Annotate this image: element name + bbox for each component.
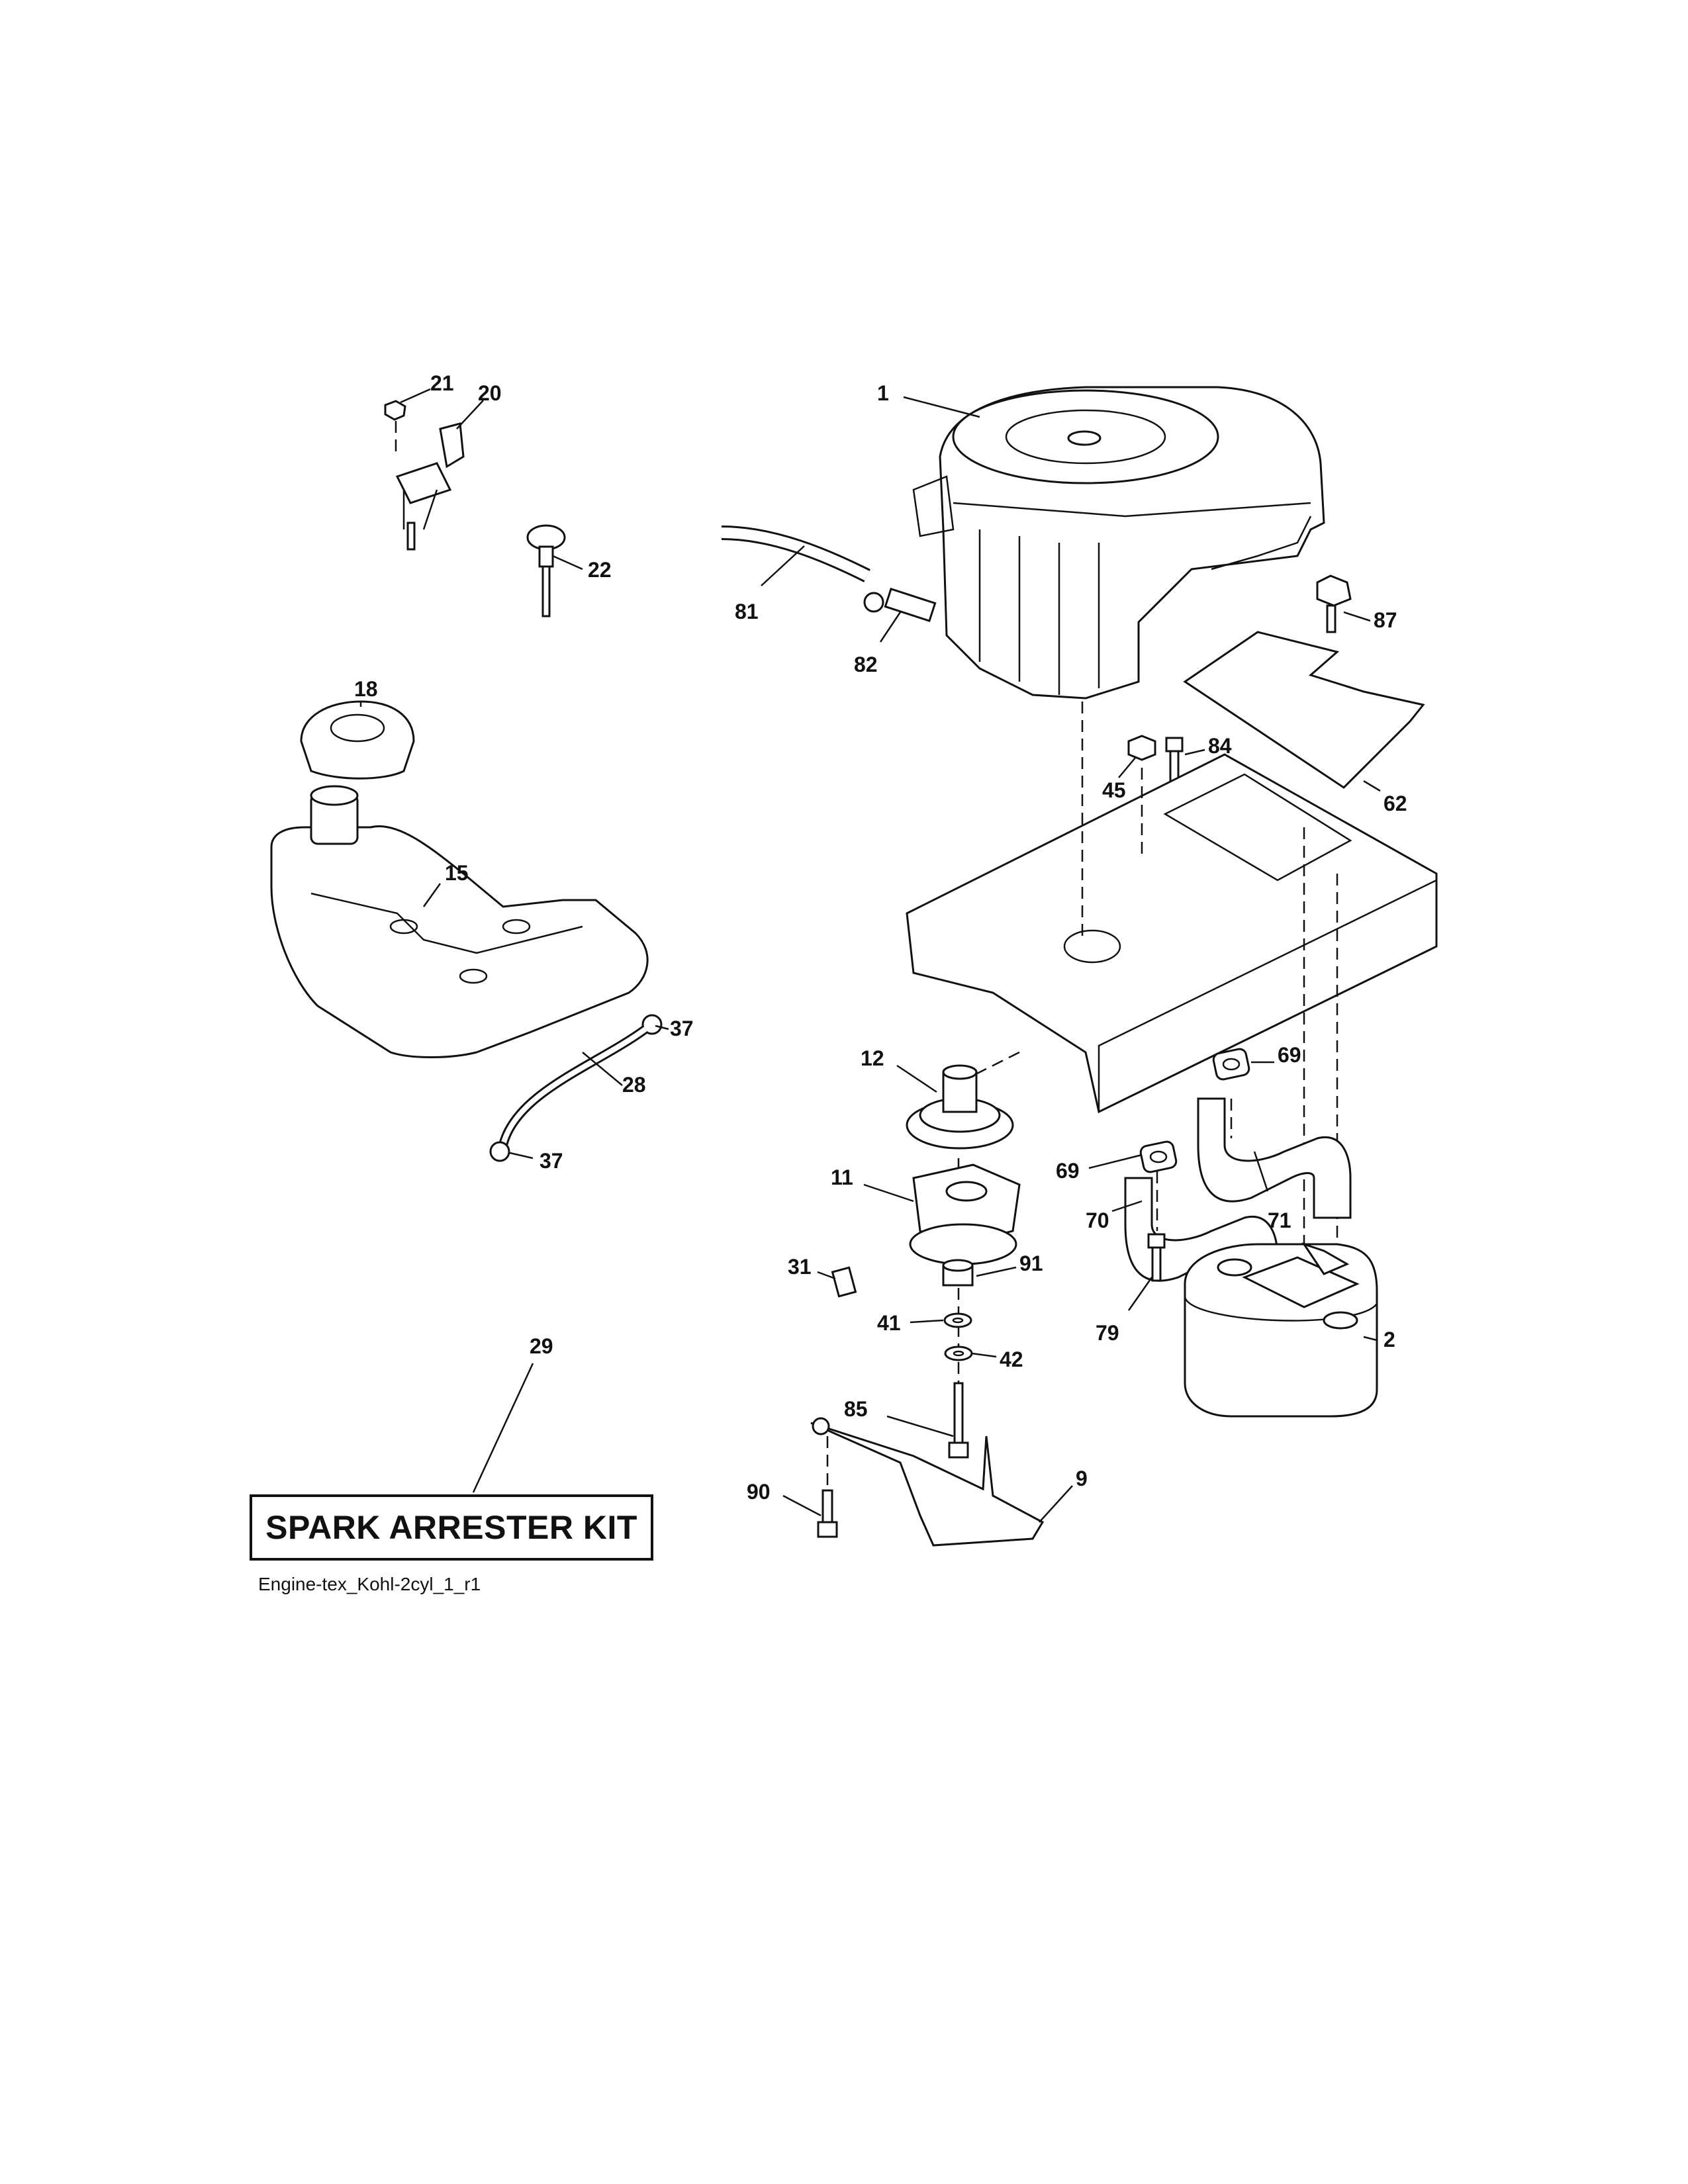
callout-2: 2: [1383, 1328, 1395, 1351]
callout-70: 70: [1086, 1208, 1109, 1232]
callout-90: 90: [747, 1480, 771, 1504]
callout-84: 84: [1208, 734, 1232, 758]
callout-42: 42: [1000, 1347, 1023, 1371]
hose-clamp-bottom: [489, 1141, 510, 1162]
engine-pulley: [906, 1064, 1014, 1150]
washer-b: [944, 1345, 973, 1361]
callout-62: 62: [1383, 792, 1407, 815]
engine-mounting-plate: [906, 753, 1438, 1114]
callout-12: 12: [861, 1046, 884, 1070]
callout-69-right: 69: [1278, 1043, 1301, 1067]
clutch-bolt: [948, 1382, 969, 1459]
callout-69-left: 69: [1056, 1159, 1080, 1183]
callout-31: 31: [788, 1255, 812, 1279]
control-bolt: [384, 400, 406, 457]
heat-shield: [1183, 631, 1425, 789]
spark-arrester-kit-box: SPARK ARRESTER KIT: [250, 1494, 653, 1561]
electric-clutch: [909, 1163, 1021, 1265]
callout-82: 82: [854, 653, 878, 676]
fuel-cap: [300, 700, 415, 780]
exhaust-bolt: [1147, 1233, 1166, 1282]
callout-87: 87: [1374, 608, 1397, 632]
throttle-control: [395, 422, 465, 551]
callout-21: 21: [430, 371, 454, 395]
callout-18: 18: [354, 677, 378, 701]
callout-79: 79: [1096, 1321, 1119, 1345]
clutch-bracket: [810, 1417, 1045, 1547]
callout-37-bottom: 37: [539, 1149, 563, 1173]
fuel-fitting: [863, 587, 937, 623]
callout-91: 91: [1019, 1251, 1043, 1275]
callout-41: 41: [877, 1311, 901, 1335]
callout-9: 9: [1076, 1467, 1088, 1490]
hose-clamp-top: [641, 1014, 663, 1035]
hex-nut: [1127, 735, 1156, 761]
callout-81: 81: [735, 600, 759, 623]
exhaust-gasket-a: [1139, 1140, 1178, 1173]
knob-bolt: [1316, 574, 1352, 633]
exhaust-pipe-right: [1197, 1097, 1352, 1219]
callout-22: 22: [588, 558, 612, 582]
callout-1: 1: [877, 381, 889, 405]
callout-15: 15: [445, 861, 469, 885]
choke-knob: [526, 524, 566, 617]
bracket-bolt: [817, 1489, 838, 1538]
wire-connector: [831, 1266, 857, 1298]
callout-28: 28: [622, 1073, 646, 1097]
callout-45: 45: [1102, 778, 1126, 802]
callout-11: 11: [831, 1165, 853, 1189]
callout-29: 29: [530, 1334, 553, 1358]
fuel-tank: [270, 785, 649, 1058]
callout-85: 85: [844, 1397, 868, 1421]
washer-a: [943, 1312, 972, 1328]
exhaust-gasket-b: [1212, 1048, 1250, 1081]
callout-20: 20: [478, 381, 502, 405]
diagram-id: Engine-tex_Kohl-2cyl_1_r1: [258, 1574, 481, 1594]
callout-37-top: 37: [670, 1017, 694, 1040]
callout-71: 71: [1268, 1208, 1291, 1232]
muffler: [1184, 1242, 1378, 1418]
hex-bolt: [1165, 737, 1184, 782]
spark-arrester-kit-label: SPARK ARRESTER KIT: [265, 1509, 637, 1546]
spacer: [942, 1259, 974, 1287]
engine: [912, 386, 1325, 700]
